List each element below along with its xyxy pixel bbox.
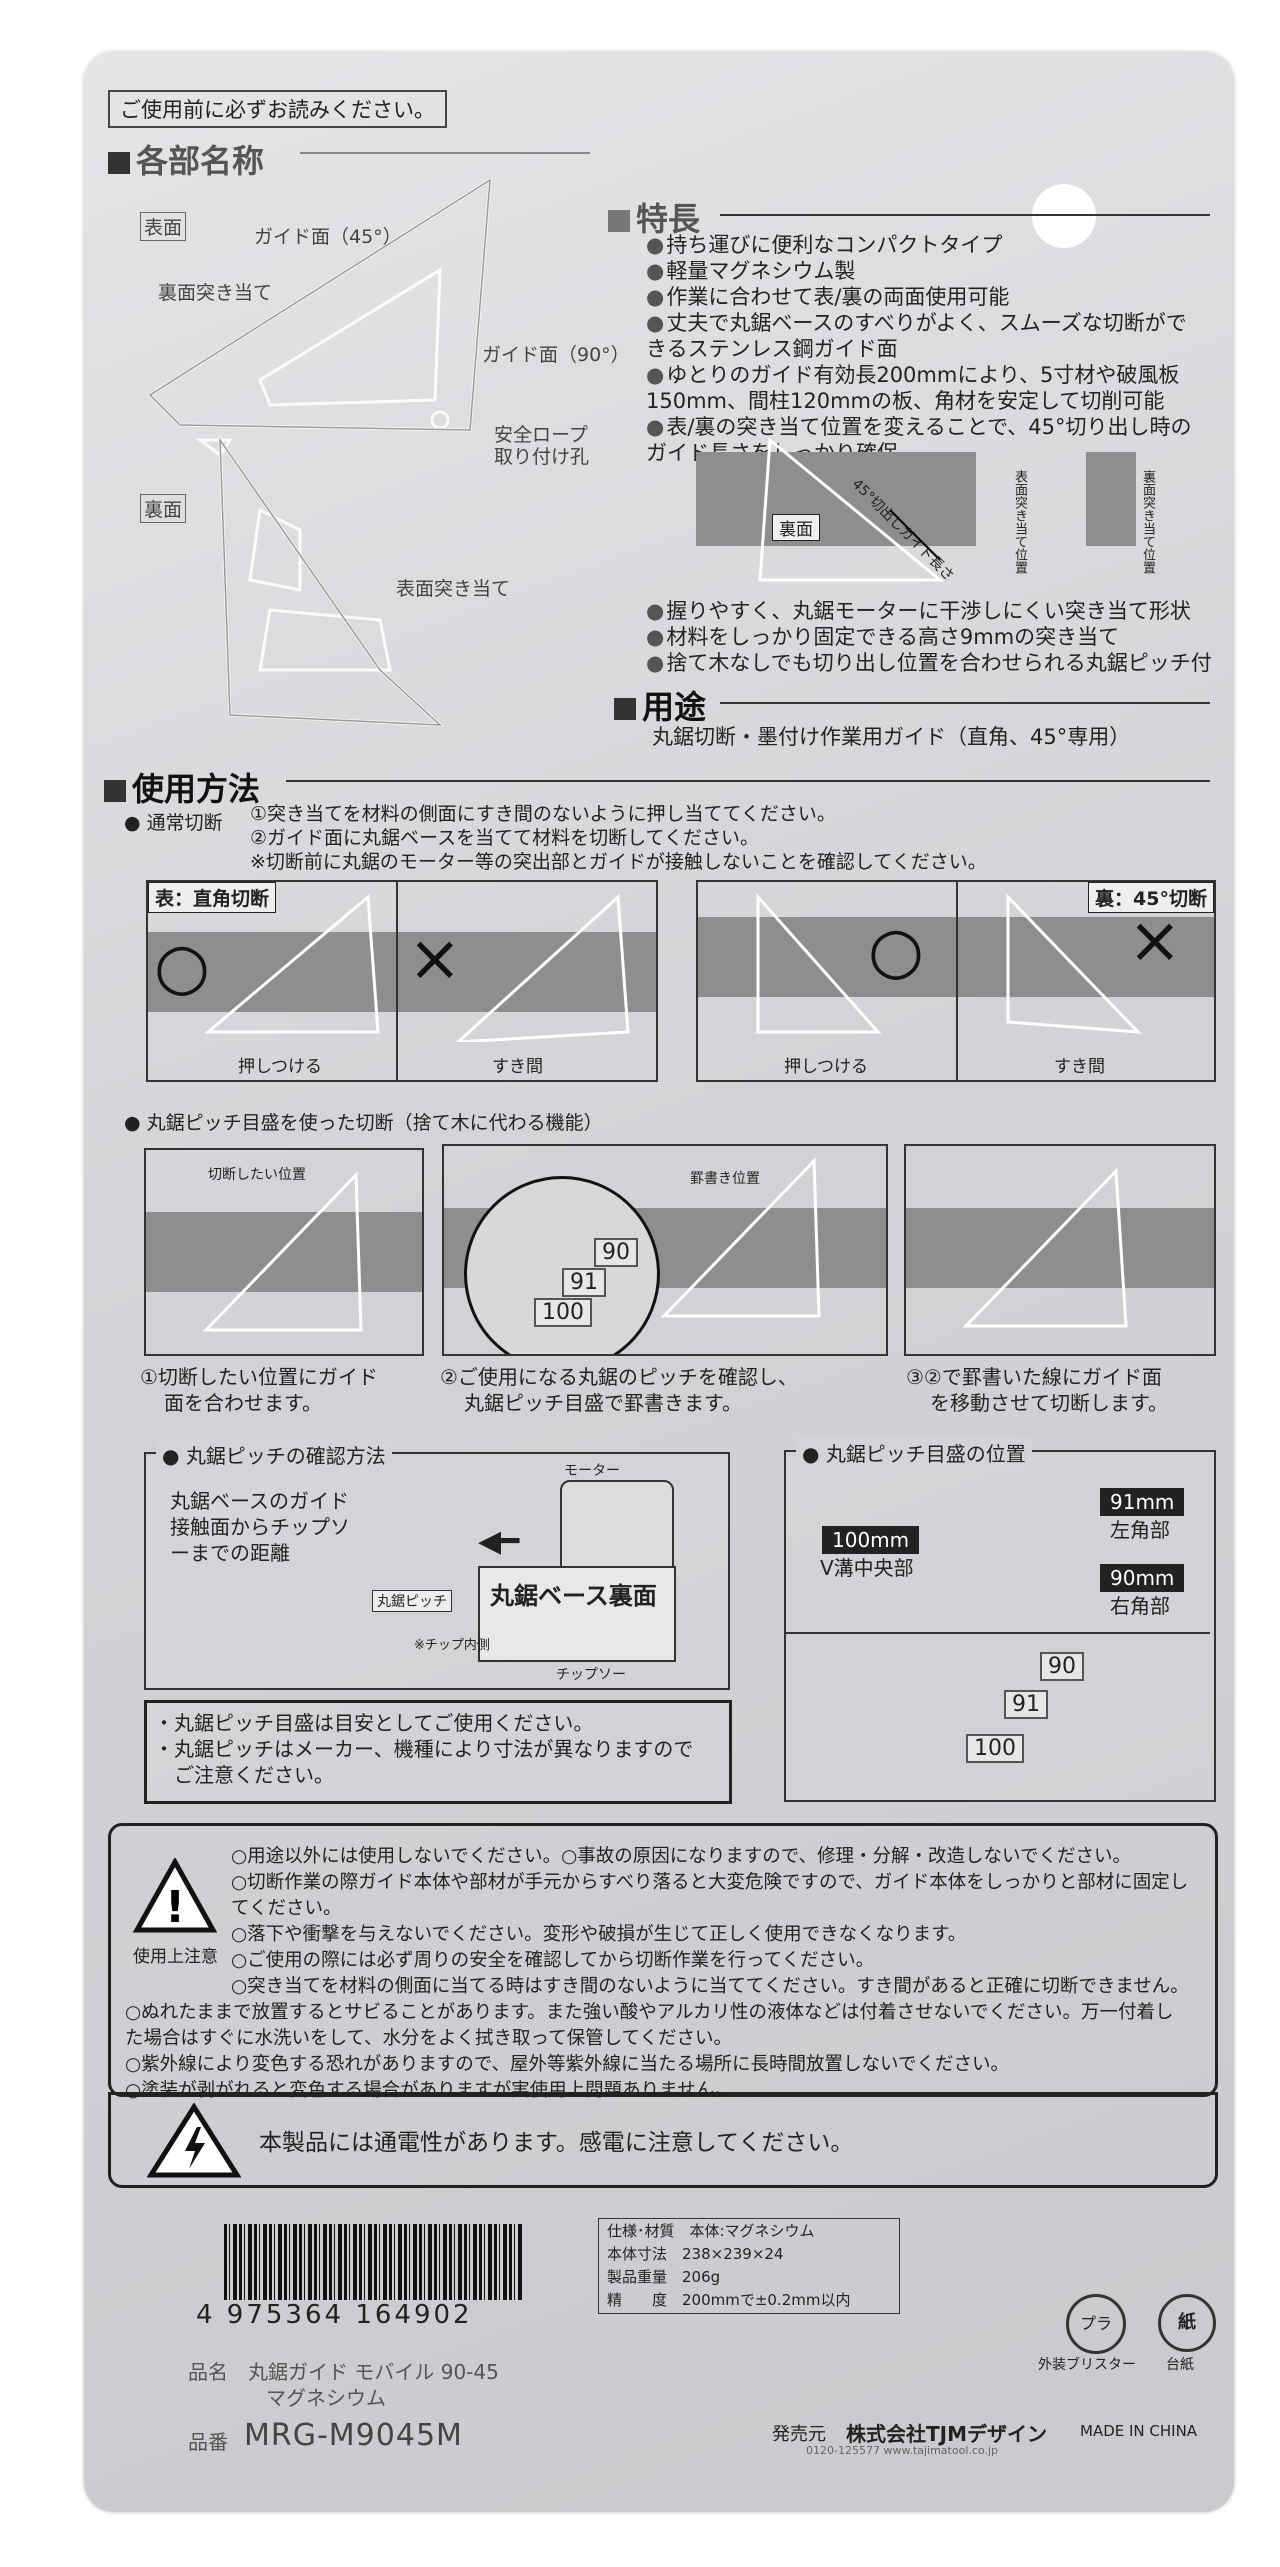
section-howto: 使用方法 xyxy=(104,764,260,810)
pitch-step-2: ②ご使用になる丸鋸のピッチを確認し、丸鋸ピッチ目盛で罫書きます。 xyxy=(440,1365,798,1415)
section-usage: 用途 xyxy=(614,682,706,728)
pitch-91mm-desc: 左角部 xyxy=(1110,1518,1170,1542)
notice: ご使用前に必ずお読みください。 xyxy=(108,90,447,128)
direction-arrow: ◀━ xyxy=(478,1524,520,1559)
feature-back-label: 裏面 xyxy=(772,514,820,541)
pitch-check-desc: 丸鋸ベースのガイド接触面からチップソーまでの距離 xyxy=(170,1489,350,1565)
base-shape xyxy=(478,1566,676,1662)
ok-symbol: ○ xyxy=(154,930,210,1004)
guide45-label: ガイド面（45°） xyxy=(254,226,402,248)
notes-box xyxy=(144,1700,732,1804)
divider xyxy=(286,780,1210,782)
svg-text:!: ! xyxy=(165,1882,185,1933)
plastic-label: 外装ブリスター xyxy=(1038,2357,1136,2373)
notes-text: ・丸鋸ピッチ目盛は目安としてご使用ください。・丸鋸ピッチはメーカー、機種により寸… xyxy=(154,1711,694,1787)
maker-label: 発売元 xyxy=(772,2424,826,2445)
paper-label: 台紙 xyxy=(1166,2357,1194,2373)
paper-recycle-icon: 紙 xyxy=(1158,2294,1216,2352)
pitch-check-title: ● 丸鋸ピッチの確認方法 xyxy=(156,1440,392,1469)
push-label-2: 押しつける xyxy=(784,1057,868,1077)
gap-label: すき間 xyxy=(492,1057,543,1077)
plastic-recycle-icon: プラ xyxy=(1066,2294,1126,2354)
panel-back-ok: ○ 押しつける xyxy=(696,880,958,1082)
scale-90: 90 xyxy=(594,1238,638,1267)
product-material: マグネシウム xyxy=(266,2386,386,2410)
normal-cut-title: ● 通常切断 xyxy=(124,812,223,834)
features-list-2: 握りやすく、丸鋸モーターに干渉しにくい突き当て形状 材料をしっかり固定できる高さ… xyxy=(646,598,1226,676)
electric-box: 本製品には通電性があります。感電に注意してください。 xyxy=(108,2092,1218,2188)
product-name: 品名 丸鋸ガイド モバイル 90-45 xyxy=(188,2360,499,2384)
feature-diagram-band-2 xyxy=(1086,452,1136,546)
electric-text: 本製品には通電性があります。感電に注意してください。 xyxy=(259,2130,854,2156)
scale-100: 100 xyxy=(534,1298,592,1327)
back-stop-label: 裏面突き当て xyxy=(158,282,273,304)
ng-symbol: × xyxy=(408,922,462,996)
front-stop-label: 表面突き当て xyxy=(396,578,511,600)
pitch-panel-2: 90 91 100 罫書き位置 xyxy=(442,1144,888,1356)
back-cut-label: 裏：45°切断 xyxy=(1088,882,1214,913)
pitch-position-title: ● 丸鋸ピッチ目盛の位置 xyxy=(796,1438,1032,1467)
electric-shock-icon xyxy=(147,2103,241,2178)
parts-illustration xyxy=(147,177,492,727)
divider xyxy=(720,214,1210,216)
scale-91: 91 xyxy=(562,1268,606,1297)
ok-symbol-2: ○ xyxy=(868,914,924,988)
gap-label-2: すき間 xyxy=(1054,1057,1105,1077)
made-in: MADE IN CHINA xyxy=(1080,2422,1198,2440)
section-parts: 各部名称 xyxy=(108,136,264,182)
divider xyxy=(720,702,1210,704)
barcode xyxy=(224,2224,524,2300)
motor-label: モーター xyxy=(564,1463,620,1479)
product-code-label: 品番 xyxy=(188,2430,228,2454)
barcode-number: 4 975364 164902 xyxy=(196,2300,473,2330)
maker-name: 株式会社TJMデザイン xyxy=(846,2422,1047,2446)
pos-scale-90: 90 xyxy=(1040,1652,1084,1681)
caution-box: ! 使用上注意 ○用途以外には使用しないでください。○事故の原因になりますので、… xyxy=(108,1823,1218,2101)
normal-cut-steps: ①突き当てを材料の側面にすき間のないように押し当ててください。 ②ガイド面に丸鋸… xyxy=(250,803,987,873)
chipsaw-label: チップソー xyxy=(556,1667,626,1683)
panel-back-ng: 裏：45°切断 × すき間 xyxy=(956,880,1216,1082)
pitch-panel-1-label: 切断したい位置 xyxy=(208,1167,306,1183)
feature-diagram xyxy=(758,436,945,582)
ng-symbol-2: × xyxy=(1128,904,1182,978)
push-label: 押しつける xyxy=(238,1057,322,1077)
warning-icon: ! xyxy=(133,1858,217,1933)
ruler-edge xyxy=(786,1632,1210,1634)
chip-inner-label: ※チップ内側 xyxy=(414,1638,490,1653)
rope-hole-label-1: 安全ロープ xyxy=(494,424,588,446)
maker-contact: 0120-125577 www.tajimatool.co.jp xyxy=(806,2444,998,2457)
pitch-90mm: 90mm xyxy=(1100,1564,1185,1592)
back-label: 裏面 xyxy=(140,494,187,523)
front-label: 表面 xyxy=(140,212,187,241)
product-code: MRG-M9045M xyxy=(244,2418,463,2453)
pitch-100mm-desc: V溝中央部 xyxy=(820,1556,914,1580)
feature-diagram-band xyxy=(696,452,976,546)
pitch-panel-1: 切断したい位置 xyxy=(144,1148,424,1356)
caution-text: ○用途以外には使用しないでください。○事故の原因になりますので、修理・分解・改造… xyxy=(125,1846,1189,2101)
pitch-step-3: ③②で罫書いた線にガイド面を移動させて切断します。 xyxy=(906,1365,1168,1415)
back-position-label: 裏面突き当て位置 xyxy=(1140,470,1155,574)
front-cut-label: 表：直角切断 xyxy=(148,882,277,913)
pitch-cut-title: ● 丸鋸ピッチ目盛を使った切断（捨て木に代わる機能） xyxy=(124,1112,603,1134)
panel-front-ng: × すき間 xyxy=(396,880,658,1082)
pitch-panel-2-label: 罫書き位置 xyxy=(690,1171,760,1187)
pos-scale-100: 100 xyxy=(966,1734,1024,1763)
guide90-label: ガイド面（90°） xyxy=(482,344,630,366)
base-label: 丸鋸ベース裏面 xyxy=(490,1582,657,1610)
rope-hole-label-2: 取り付け孔 xyxy=(494,446,590,468)
pitch-90mm-desc: 右角部 xyxy=(1110,1594,1170,1618)
pitch-91mm: 91mm xyxy=(1100,1488,1185,1516)
pos-scale-91: 91 xyxy=(1004,1690,1048,1719)
divider xyxy=(300,152,590,154)
front-position-label: 表面突き当て位置 xyxy=(1012,470,1027,574)
caution-title: 使用上注意 xyxy=(133,1947,218,1967)
pitch-panel-3 xyxy=(904,1144,1216,1356)
pitch-step-1: ①切断したい位置にガイド面を合わせます。 xyxy=(140,1365,378,1415)
usage-text: 丸鋸切断・墨付け作業用ガイド（直角、45°専用） xyxy=(652,725,1131,749)
panel-front-ok: 表：直角切断 ○ 押しつける xyxy=(146,880,398,1082)
pitch-100mm: 100mm xyxy=(822,1526,920,1554)
pitch-label: 丸鋸ピッチ xyxy=(372,1590,452,1612)
